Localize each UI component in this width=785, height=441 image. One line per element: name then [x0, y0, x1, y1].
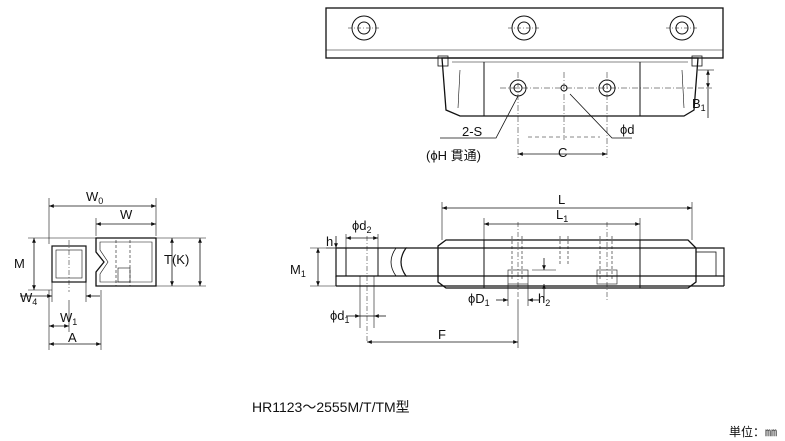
label-m1: M1 — [290, 262, 306, 279]
label-t-k: T(K) — [164, 252, 189, 267]
label-phi-h-through: (ϕH 貫通) — [426, 148, 481, 163]
label-l: L — [558, 192, 565, 207]
top-view-labels: 2-S (ϕH 貫通) ϕd C B1 — [426, 96, 706, 163]
end-view-labels: W0 W M T(K) W4 W1 A — [14, 189, 189, 345]
side-view — [310, 202, 725, 348]
side-view-labels: L L1 h ϕd2 M1 ϕD1 h2 ϕd1 F — [290, 192, 568, 342]
label-h2: h2 — [538, 291, 550, 308]
label-f: F — [438, 327, 446, 342]
label-phi-d1: ϕd1 — [330, 308, 350, 325]
block-side — [437, 239, 697, 289]
label-b1: B1 — [692, 96, 706, 113]
label-m: M — [14, 256, 25, 271]
unit-label: 単位：㎜ — [728, 425, 777, 439]
label-phi-d2: ϕd2 — [352, 218, 372, 235]
label-phi-d1-large: ϕD1 — [468, 291, 490, 308]
label-w4: W4 — [20, 290, 37, 307]
label-w1: W1 — [60, 310, 77, 327]
rail-hole-1 — [348, 15, 380, 41]
rail-side — [335, 247, 408, 277]
rail-top — [325, 7, 724, 59]
label-2s: 2-S — [462, 124, 483, 139]
block-top — [441, 57, 699, 117]
top-view — [325, 7, 724, 160]
end-view — [20, 198, 206, 350]
label-w0: W0 — [86, 189, 103, 206]
label-h: h — [326, 234, 333, 249]
label-phi-d: ϕd — [620, 122, 635, 137]
rail-hole-3 — [666, 15, 698, 41]
label-l1: L1 — [556, 207, 568, 224]
model-caption: HR1123〜2555M/T/TM型 — [252, 399, 410, 415]
label-c: C — [558, 145, 567, 160]
label-a: A — [68, 330, 77, 345]
rail-hole-2 — [508, 15, 540, 41]
label-w: W — [120, 207, 133, 222]
